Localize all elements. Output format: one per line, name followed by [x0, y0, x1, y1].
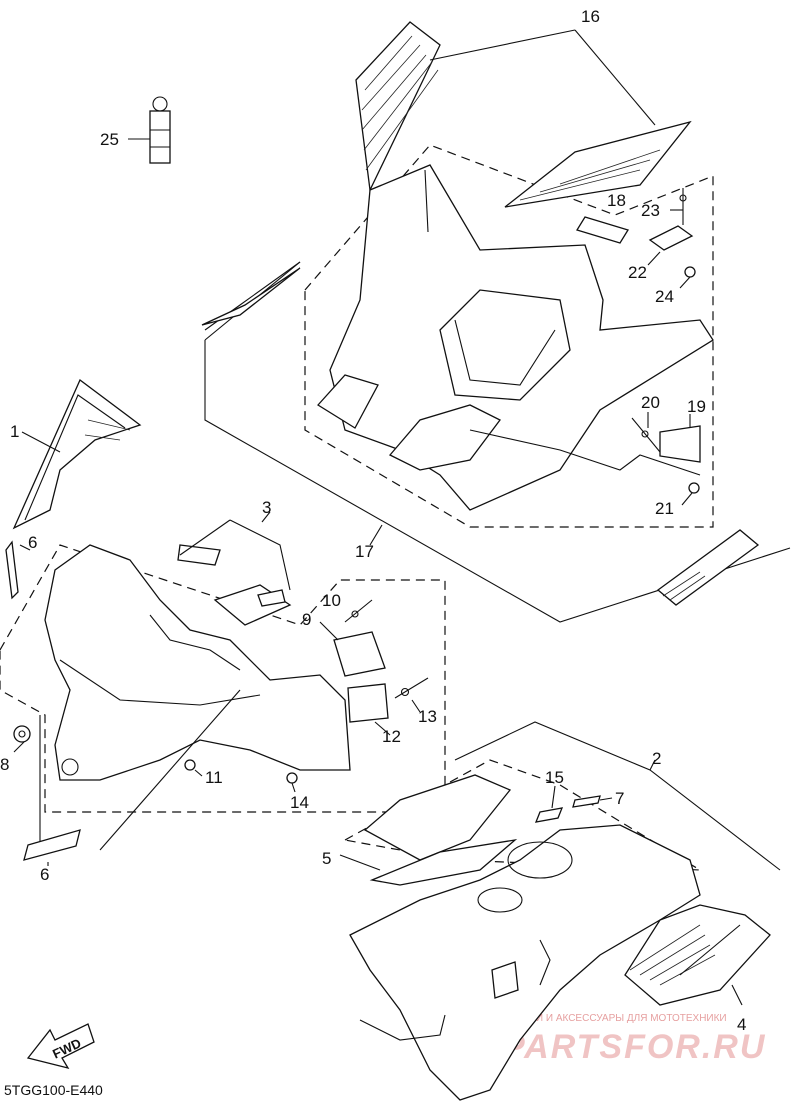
callout-5: 5: [322, 849, 331, 868]
decal-6-lower: 6: [23, 829, 81, 884]
plate-22: 22: [628, 225, 694, 282]
callout-2: 2: [652, 749, 661, 768]
callout-6-upper: 6: [28, 533, 37, 552]
callout-22: 22: [628, 263, 647, 282]
decal-4: 4: [624, 904, 771, 1034]
callout-17: 17: [355, 542, 374, 561]
rear-fender-group: 16 25 18: [100, 7, 791, 623]
watermark: ЗАПЧАСТИ И АКСЕССУАРЫ ДЛЯ МОТОТЕХНИКИ PA…: [490, 1013, 766, 1066]
screw-10: 10: [322, 591, 373, 623]
fastener-20: 20: [631, 393, 661, 453]
decal-right-small: [656, 529, 760, 606]
watermark-brand: PARTSFOR.RU: [502, 1028, 766, 1066]
screw-13: 13: [394, 677, 437, 726]
callout-24: 24: [655, 287, 674, 306]
plate-19: 19: [659, 397, 706, 463]
callout-4: 4: [737, 1015, 746, 1034]
callout-12: 12: [382, 727, 401, 746]
callout-16: 16: [581, 7, 600, 26]
plate-9: 9: [302, 610, 386, 677]
decal-18: 18: [576, 191, 629, 244]
callout-20: 20: [641, 393, 660, 412]
callout-1: 1: [10, 422, 19, 441]
side-cover-group: 2 5 15 7: [322, 721, 781, 1101]
nut-24: 24: [655, 266, 696, 306]
nut-8: 8: [0, 725, 31, 774]
decal-3: 3: [177, 498, 292, 626]
watermark-tagline: ЗАПЧАСТИ И АКСЕССУАРЫ ДЛЯ МОТОТЕХНИКИ: [490, 1013, 727, 1024]
callout-7: 7: [615, 789, 624, 808]
nut-11: 11: [184, 759, 223, 787]
callout-6-lower: 6: [40, 865, 49, 884]
plate-12: 12: [347, 683, 401, 746]
callout-9: 9: [302, 610, 311, 629]
callout-25: 25: [100, 130, 119, 149]
callout-18: 18: [607, 191, 626, 210]
callout-3: 3: [262, 498, 271, 517]
rear-fender-body: [201, 164, 714, 511]
callout-23: 23: [641, 201, 660, 220]
callout-10: 10: [322, 591, 341, 610]
decal-6-upper: 6: [5, 533, 37, 600]
diagram-code: 5TGG100-E440: [4, 1082, 103, 1098]
side-cover-body: [349, 824, 701, 1101]
tag-25: 25: [100, 96, 171, 164]
decal-16: 16: [355, 7, 692, 208]
rear-fender-dashed-box: [304, 144, 714, 528]
nut-21: 21: [655, 482, 700, 518]
callout-14: 14: [290, 793, 309, 812]
front-fender-group: 1 6 3 10: [0, 378, 446, 884]
fastener-23: 23: [641, 188, 687, 225]
front-fender-body: [44, 544, 351, 781]
callout-8: 8: [0, 755, 9, 774]
nut-14: 14: [286, 772, 309, 812]
callout-11: 11: [205, 768, 223, 787]
callout-15: 15: [545, 768, 564, 787]
decal-5: 5: [322, 774, 518, 886]
group-2-frame: [454, 721, 781, 871]
callout-13: 13: [418, 707, 437, 726]
decal-15: 15: [534, 768, 564, 823]
fwd-arrow: FWD: [26, 1023, 95, 1070]
decal-1: 1: [10, 378, 142, 530]
fwd-arrow-icon: [26, 1023, 95, 1070]
callout-19: 19: [687, 397, 706, 416]
front-fender-dashed-box: [0, 544, 446, 813]
callout-21: 21: [655, 499, 674, 518]
decal-7: 7: [572, 789, 624, 808]
